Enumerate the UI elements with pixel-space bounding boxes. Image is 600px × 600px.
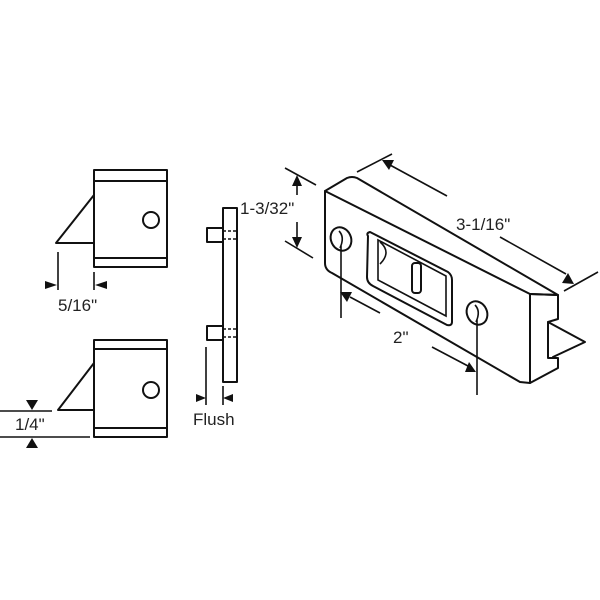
latch-bottom-view: 1/4" bbox=[0, 339, 168, 448]
dimension-label-hole-spacing: 2" bbox=[393, 328, 409, 347]
dimension-label-bolt-height: 1/4" bbox=[15, 415, 45, 434]
dimension-label-plate-height: 1-3/32" bbox=[240, 199, 294, 218]
edge-view: Flush bbox=[193, 207, 238, 429]
isometric-view: 1-3/32" 3-1/16" 2" bbox=[240, 153, 599, 395]
latch-top-view: 5/16" bbox=[45, 169, 168, 315]
dimension-label-plate-length: 3-1/16" bbox=[456, 215, 510, 234]
dimension-label-edge-offset: Flush bbox=[193, 410, 235, 429]
dimension-label-bolt-projection: 5/16" bbox=[58, 296, 97, 315]
